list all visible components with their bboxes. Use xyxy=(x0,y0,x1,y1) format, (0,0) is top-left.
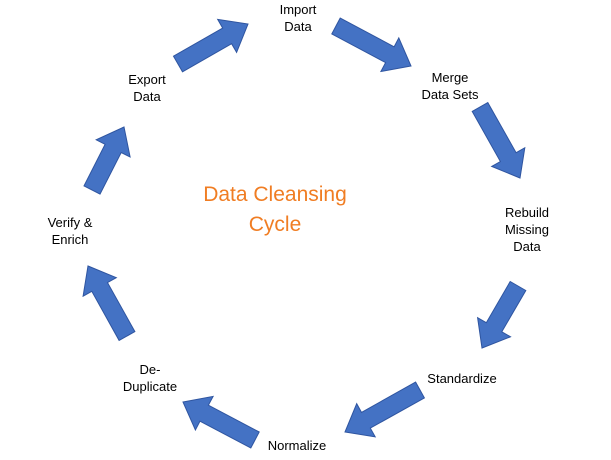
arrow-export-to-import xyxy=(172,18,249,73)
step-verify-enrich-line-2: Enrich xyxy=(51,232,89,247)
step-normalize: Normalize xyxy=(252,437,342,454)
step-import-data: Import Data xyxy=(268,1,328,35)
arrow-rebuild-to-standardize xyxy=(476,280,527,349)
center-title-line-1: Data Cleansing xyxy=(203,183,347,206)
step-de-duplicate-line-1: De- xyxy=(139,362,161,377)
step-de-duplicate: De- Duplicate xyxy=(110,361,190,395)
step-import-data-line-2: Data xyxy=(284,19,312,34)
step-import-data-line-1: Import xyxy=(279,2,317,17)
step-standardize: Standardize xyxy=(412,370,512,387)
step-rebuild-missing-data-line-1: Rebuild xyxy=(504,205,550,220)
step-merge-data-sets-line-1: Merge xyxy=(431,70,469,85)
step-rebuild-missing-data: Rebuild Missing Data xyxy=(492,204,562,255)
arrow-merge-to-rebuild xyxy=(471,101,526,179)
step-rebuild-missing-data-line-2: Missing xyxy=(504,222,550,237)
step-export-data-line-1: Export xyxy=(128,72,166,87)
arrow-normalize-to-deduplicate xyxy=(182,395,260,449)
arrow-deduplicate-to-verify xyxy=(82,265,136,342)
step-merge-data-sets-line-2: Data Sets xyxy=(421,87,479,102)
step-export-data-line-2: Data xyxy=(133,89,161,104)
step-verify-enrich: Verify & Enrich xyxy=(35,214,105,248)
step-rebuild-missing-data-line-3: Data xyxy=(513,239,541,254)
arrow-import-to-merge xyxy=(331,17,412,73)
center-title: Data Cleansing Cycle xyxy=(190,180,360,240)
step-standardize-line-1: Standardize xyxy=(427,371,497,386)
arrow-verify-to-export xyxy=(83,126,131,195)
step-de-duplicate-line-2: Duplicate xyxy=(122,379,178,394)
step-merge-data-sets: Merge Data Sets xyxy=(410,69,490,103)
step-normalize-line-1: Normalize xyxy=(267,438,327,453)
center-title-line-2: Cycle xyxy=(248,213,302,236)
arrow-standardize-to-normalize xyxy=(344,381,426,438)
step-export-data: Export Data xyxy=(117,71,177,105)
step-verify-enrich-line-1: Verify & xyxy=(47,215,93,230)
